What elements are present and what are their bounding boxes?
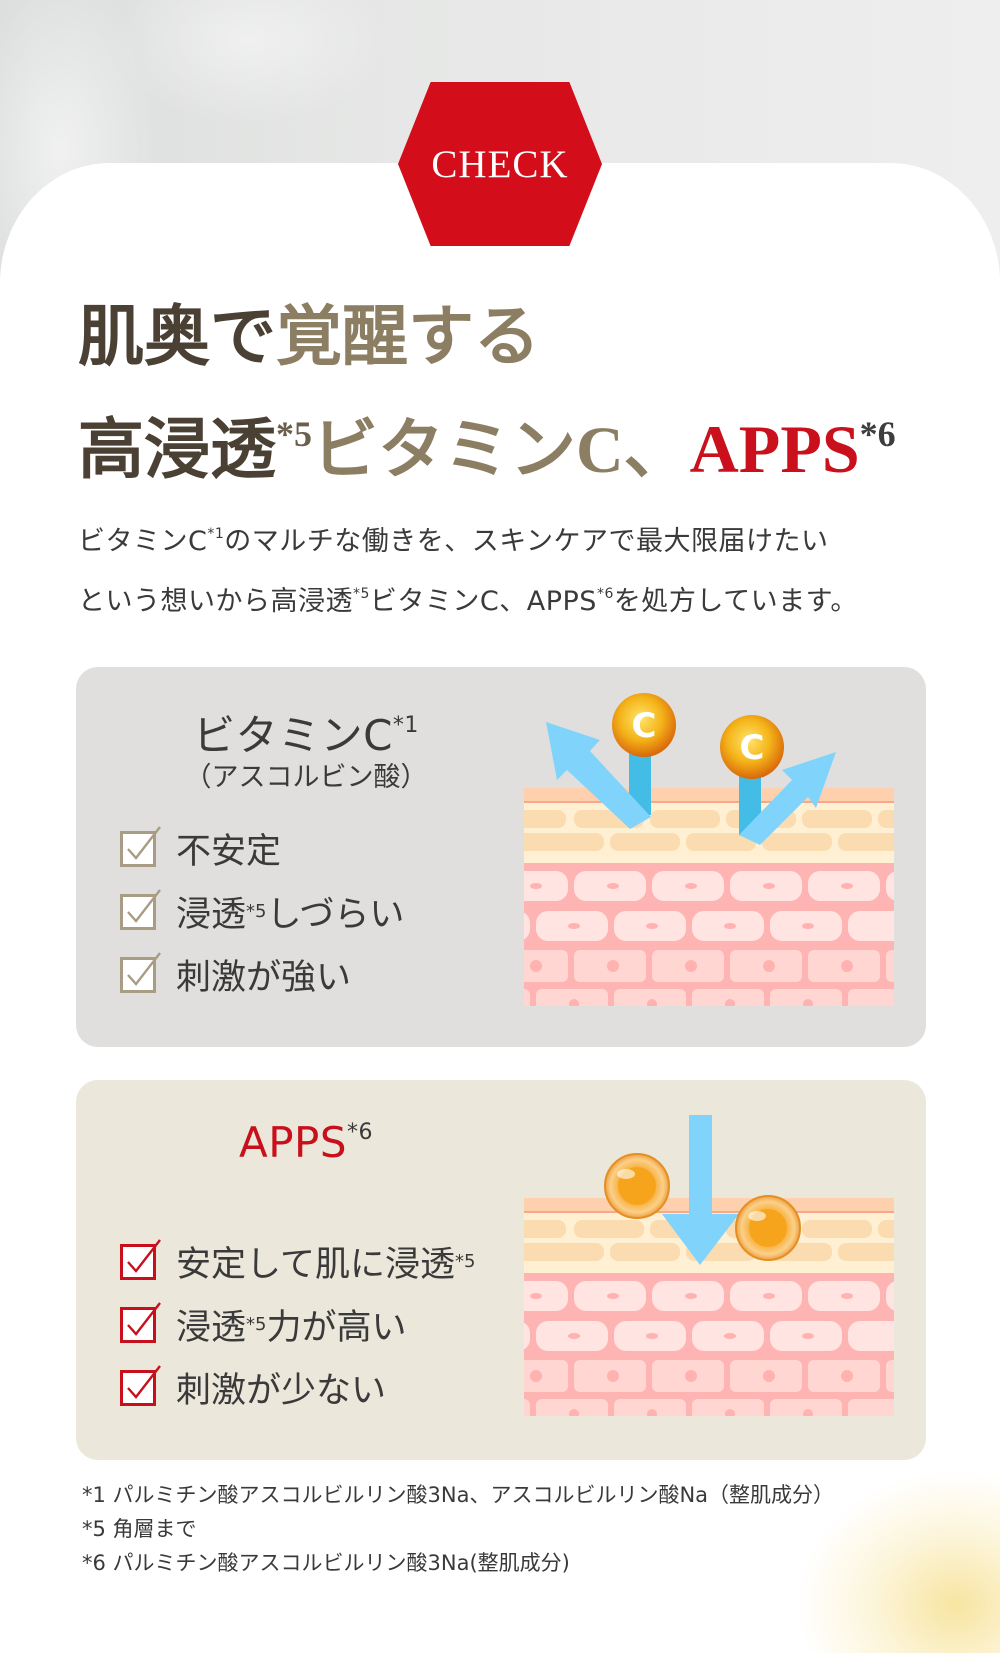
checklist-item: 刺激が少ない: [120, 1356, 475, 1419]
checklist-item: 安定して肌に浸透*5: [120, 1230, 475, 1293]
vitamin-c-title: ビタミンC*1: [193, 711, 419, 760]
checkbox-icon: [120, 1301, 161, 1343]
skin-layers-icon: [524, 788, 894, 1006]
headline-line2: 高浸透*5ビタミンC、APPS*6: [78, 411, 896, 487]
check-badge-label: CHECK: [431, 142, 569, 186]
headline-apps: APPS: [689, 411, 860, 487]
vitamin-c-molecule-icon: C: [720, 715, 784, 779]
lead-paragraph: ビタミンC*1のマルチな働きを、スキンケアで最大限届けたい という想いから高浸透…: [78, 526, 858, 617]
vitamin-c-skin-illustration: C C: [524, 693, 894, 1006]
headline: 肌奥で覚醒する 高浸透*5ビタミンC、APPS*6: [78, 290, 958, 499]
footnotes: *1 パルミチン酸アスコルビルリン酸3Na、アスコルビルリン酸Na（整肌成分） …: [82, 1478, 962, 1580]
checklist-item: 刺激が強い: [120, 943, 404, 1006]
svg-text:C: C: [740, 728, 765, 768]
footnote-6: *6 パルミチン酸アスコルビルリン酸3Na(整肌成分): [82, 1551, 570, 1575]
checkbox-icon: [120, 888, 161, 930]
down-arrow-icon: [662, 1115, 739, 1265]
footnote-1: *1 パルミチン酸アスコルビルリン酸3Na、アスコルビルリン酸Na（整肌成分）: [82, 1483, 835, 1507]
apps-molecule-icon: [735, 1195, 801, 1261]
checkbox-icon: [120, 1364, 161, 1406]
footnote-5: *5 角層まで: [82, 1517, 197, 1541]
apps-skin-illustration: [524, 1115, 894, 1416]
skin-layers-icon: [524, 1198, 894, 1416]
checkbox-icon: [120, 951, 161, 993]
checkbox-icon: [120, 1238, 161, 1280]
apps-molecule-icon: [604, 1153, 670, 1219]
svg-text:C: C: [632, 706, 657, 746]
checkbox-icon: [120, 825, 161, 867]
checklist-item: 不安定: [120, 817, 404, 880]
apps-title: APPS*6: [238, 1118, 374, 1167]
check-badge: CHECK: [398, 82, 602, 246]
headline-line1: 肌奥で覚醒する: [78, 301, 540, 374]
vitamin-c-molecule-icon: C: [612, 693, 676, 757]
vitamin-c-subtitle: （アスコルビン酸）: [184, 762, 428, 793]
decorative-glow: [800, 1473, 1000, 1653]
